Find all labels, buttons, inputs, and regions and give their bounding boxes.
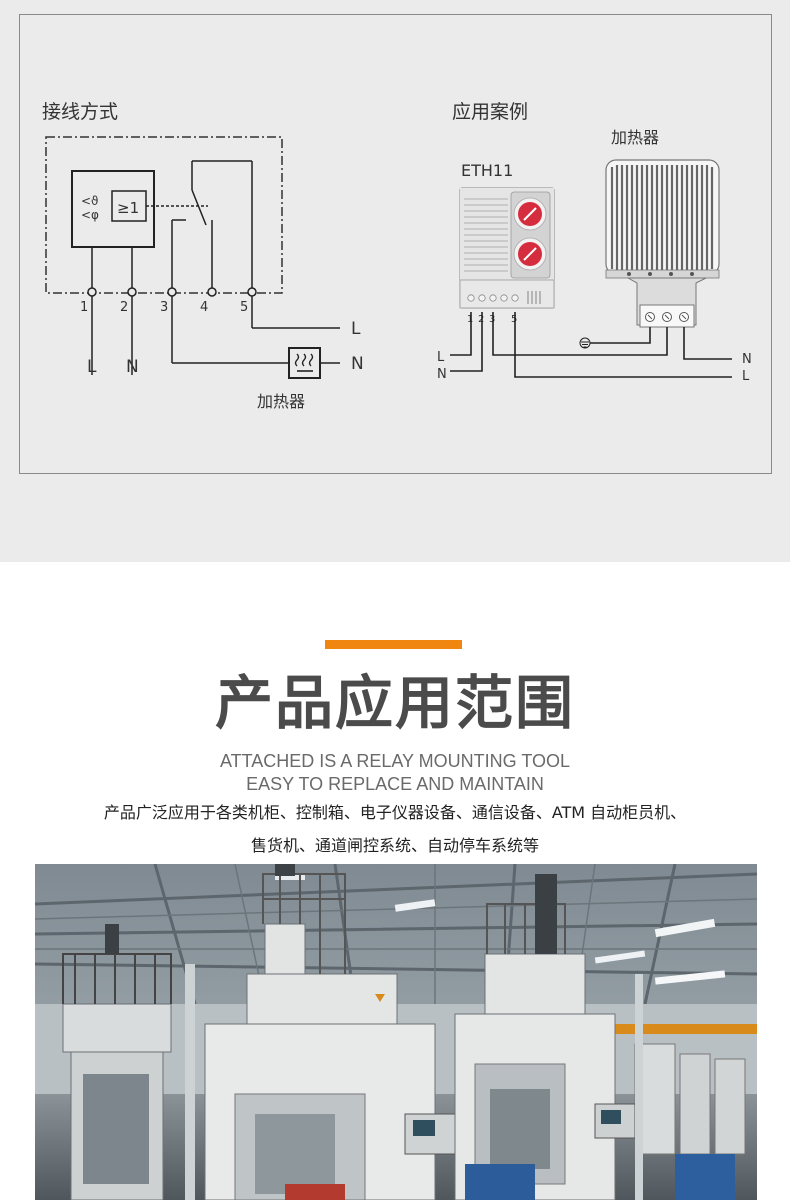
wire-n-out bbox=[683, 327, 732, 360]
wire-l-out bbox=[514, 312, 732, 378]
wiring-heater-label: 加热器 bbox=[257, 392, 305, 411]
terminal-1 bbox=[87, 287, 97, 297]
range-description-2: 售货机、通道闸控系统、自动停车系统等 bbox=[250, 836, 539, 855]
device-label: ETH11 bbox=[461, 161, 513, 180]
range-subtitle-en-1: ATTACHED IS A RELAY MOUNTING TOOL bbox=[219, 751, 571, 771]
range-subtitle-en-2: EASY TO REPLACE AND MAINTAIN bbox=[246, 774, 544, 794]
accent-bar bbox=[325, 640, 462, 649]
ground-icon bbox=[579, 337, 591, 349]
device-terminal-3: 3 bbox=[489, 314, 495, 325]
heater-icon bbox=[294, 353, 314, 367]
application-line-l-left: L bbox=[437, 350, 445, 365]
factory-photo bbox=[35, 864, 757, 1200]
terminal-3 bbox=[167, 287, 177, 297]
device-terminal-5: 5 bbox=[511, 314, 517, 325]
wiring-line-l-left: L bbox=[87, 357, 97, 377]
application-line-l-right: L bbox=[742, 369, 750, 384]
terminal-label-1: 1 bbox=[80, 300, 88, 315]
diagram-section: 接线方式 <ϑ <φ ≥1 bbox=[0, 0, 790, 562]
diagram-svg: 接线方式 <ϑ <φ ≥1 bbox=[42, 101, 752, 411]
wire-to-heater bbox=[492, 312, 668, 356]
application-heater-label: 加热器 bbox=[611, 128, 659, 147]
device-terminal-1: 1 bbox=[467, 314, 473, 325]
terminal-label-4: 4 bbox=[200, 300, 208, 315]
wiring-line-n-right: N bbox=[351, 354, 364, 374]
device-terminal-2: 2 bbox=[478, 314, 484, 325]
wire-ground bbox=[590, 327, 651, 344]
enclosure-dashed bbox=[45, 136, 283, 294]
application-title: 应用案例 bbox=[452, 101, 528, 123]
terminal-4 bbox=[207, 287, 217, 297]
wiring-line-n-left: N bbox=[126, 357, 139, 377]
wiring-title: 接线方式 bbox=[42, 101, 118, 123]
application-line-n-left: N bbox=[437, 367, 447, 382]
or-gate-symbol: ≥1 bbox=[117, 199, 139, 217]
terminal-label-2: 2 bbox=[120, 300, 128, 315]
wire-n-in bbox=[450, 312, 483, 372]
sensor-box bbox=[71, 170, 155, 248]
switch-blade bbox=[191, 189, 207, 226]
heater-symbol-box bbox=[288, 347, 321, 379]
terminal-label-5: 5 bbox=[240, 300, 248, 315]
application-line-n-right: N bbox=[742, 352, 752, 367]
range-title: 产品应用范围 bbox=[214, 669, 575, 737]
terminal-label-3: 3 bbox=[160, 300, 168, 315]
range-description-1: 产品广泛应用于各类机柜、控制箱、电子仪器设备、通信设备、ATM 自动柜员机、 bbox=[103, 803, 687, 822]
humidity-symbol: <φ bbox=[81, 208, 99, 222]
heater-device bbox=[605, 159, 720, 328]
temp-symbol: <ϑ bbox=[81, 194, 98, 208]
terminal-2 bbox=[127, 287, 137, 297]
wiring-line-l-right: L bbox=[351, 319, 361, 339]
wire-l-in bbox=[450, 312, 472, 356]
application-range-section: 产品应用范围 ATTACHED IS A RELAY MOUNTING TOOL… bbox=[0, 562, 790, 1200]
terminal-5 bbox=[247, 287, 257, 297]
diagram-panel: 接线方式 <ϑ <φ ≥1 bbox=[19, 14, 772, 474]
eth11-device bbox=[459, 187, 555, 309]
